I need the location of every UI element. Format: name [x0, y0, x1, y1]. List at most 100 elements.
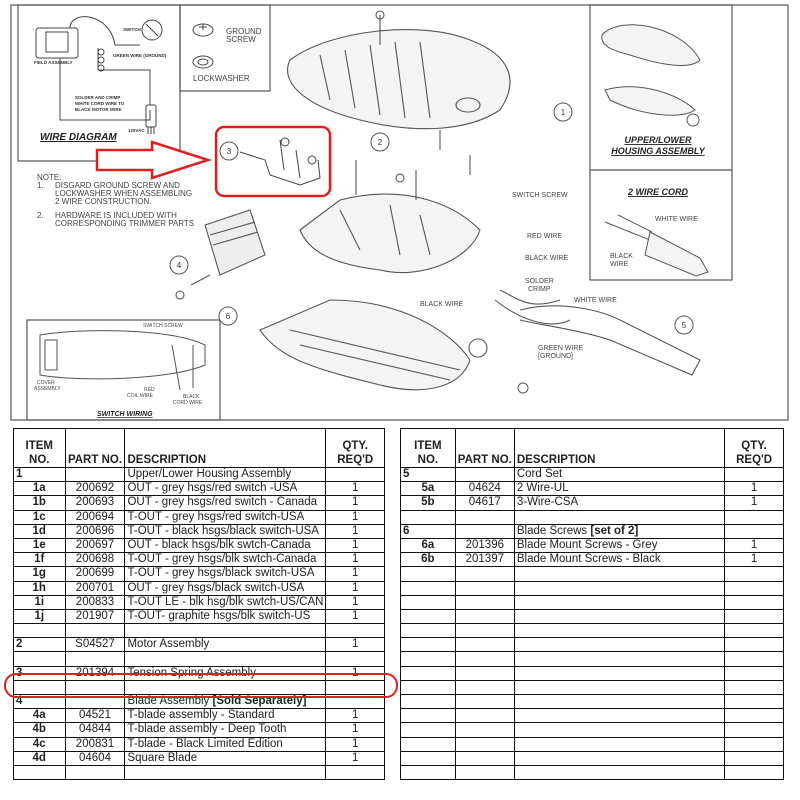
- part-no-cell: [454, 594, 515, 610]
- description-cell: [513, 509, 726, 525]
- qty-cell: [724, 722, 784, 738]
- green-wire-label-1: GREEN WIRE: [538, 345, 583, 352]
- part-no-cell: 201907: [64, 608, 126, 625]
- item-cell: [13, 623, 66, 639]
- description-cell: Blade Mount Screws - Grey: [513, 537, 726, 554]
- table-row-empty: [400, 623, 784, 639]
- solder-note-3: BLACK MOTOR WIRE: [75, 107, 122, 112]
- part-no-cell: [454, 608, 515, 625]
- part-no-cell: 200692: [64, 481, 126, 497]
- part-no-cell: 200833: [64, 594, 126, 610]
- crimp-label: CRIMP: [528, 286, 551, 293]
- part-no-cell: 200699: [64, 566, 126, 582]
- clipper-exploded-view: [175, 10, 701, 391]
- description-cell: T-OUT - grey hsgs/black switch-USA: [124, 566, 327, 582]
- item-cell: [400, 651, 456, 667]
- callout-1: 1: [561, 108, 566, 117]
- item-cell: [400, 580, 456, 596]
- part-no-cell: 201394: [64, 665, 126, 681]
- table-row-empty: [400, 580, 784, 596]
- two-wire-cord-title: 2 WIRE CORD: [627, 187, 689, 197]
- tension-spring-drawing: [239, 137, 321, 186]
- wire-diagram-title: WIRE DIAGRAM: [40, 132, 117, 143]
- description-cell: T-blade assembly - Standard: [124, 708, 327, 724]
- qty-cell: [325, 651, 385, 667]
- part-no-cell: [454, 523, 515, 539]
- description-cell: T-blade assembly - Deep Tooth: [124, 722, 327, 738]
- item-cell: 2: [13, 637, 66, 653]
- qty-cell: 1: [325, 708, 385, 724]
- switch-screw-label: SWITCH SCREW: [512, 192, 568, 199]
- part-no-cell: 200698: [64, 552, 126, 568]
- header-description: DESCRIPTION: [513, 428, 726, 468]
- description-emphasis: [set of 2]: [590, 524, 639, 537]
- qty-cell: 1: [724, 537, 784, 554]
- table-row-empty: [400, 594, 784, 610]
- qty-cell: 1: [325, 552, 385, 568]
- part-no-cell: [454, 708, 515, 724]
- description-cell: [124, 623, 327, 639]
- header-part-no: PART NO.: [64, 428, 126, 468]
- table-row-empty: [400, 722, 784, 738]
- part-no-cell: [454, 623, 515, 639]
- item-cell: [400, 665, 456, 681]
- table-row-empty: [400, 566, 784, 582]
- qty-cell: 1: [325, 509, 385, 525]
- table-row: [13, 764, 385, 781]
- callout-4: 4: [177, 261, 182, 270]
- exploded-parts-diagram: FIELD ASSEMBLY SWITCH GREEN WIRE (GROUND…: [10, 4, 789, 421]
- item-cell: 1c: [13, 509, 66, 525]
- item-cell: 1f: [13, 552, 66, 568]
- voltage-label: 120VAC: [128, 128, 145, 133]
- green-wire-label: GREEN WIRE (GROUND): [113, 53, 167, 58]
- table-row-empty: [400, 693, 784, 710]
- qty-cell: [724, 708, 784, 724]
- qty-cell: [724, 693, 784, 710]
- callout-5: 5: [682, 321, 687, 330]
- part-no-cell: 200831: [64, 736, 126, 752]
- qty-cell: [325, 764, 385, 781]
- note-1-line-1: DISGARD GROUND SCREW AND: [55, 181, 180, 190]
- item-cell: [400, 764, 456, 781]
- part-no-cell: 201397: [454, 552, 515, 568]
- item-cell: 1h: [13, 580, 66, 596]
- table-row-empty: [400, 679, 784, 696]
- qty-cell: [325, 693, 385, 710]
- upper-lower-housing-drawing: [601, 24, 701, 127]
- part-no-cell: [454, 580, 515, 596]
- table-row-empty: [400, 665, 784, 681]
- switch-wiring-box: [26, 319, 221, 421]
- item-cell: 3: [13, 665, 66, 681]
- item-cell: [400, 608, 456, 625]
- description-cell: [513, 651, 726, 667]
- wire-diagram-drawing: [35, 16, 163, 134]
- item-cell: 4: [13, 693, 66, 710]
- description-cell: [513, 708, 726, 724]
- part-no-cell: [454, 736, 515, 752]
- ground-screw-label-1: GROUND: [226, 27, 262, 36]
- item-cell: [13, 679, 66, 696]
- notes-heading: NOTE:: [37, 173, 61, 182]
- description-cell: OUT - grey hsgs/red switch -USA: [124, 481, 327, 497]
- description-cell: [513, 637, 726, 653]
- description-cell: [513, 693, 726, 710]
- part-no-cell: 04617: [454, 495, 515, 511]
- table-row-empty: [400, 608, 784, 625]
- header-part-no: PART NO.: [454, 428, 515, 468]
- item-cell: [400, 708, 456, 724]
- item-cell: 6b: [400, 552, 456, 568]
- description-cell: [513, 580, 726, 596]
- switch-wiring-screw-label: SWITCH SCREW: [143, 323, 183, 329]
- item-cell: 1j: [13, 608, 66, 625]
